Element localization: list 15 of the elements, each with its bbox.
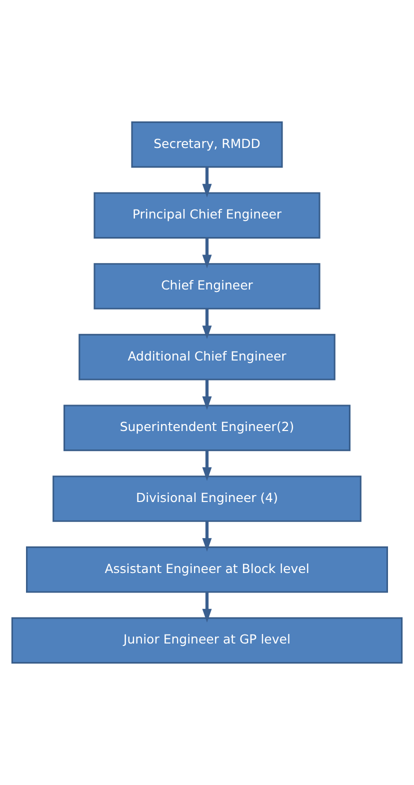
node-box: Additional Chief Engineer: [78, 334, 336, 380]
arrow: [202, 238, 212, 268]
arrow: [202, 308, 212, 340]
node-box: Assistant Engineer at Block level: [26, 546, 388, 593]
arrow: [202, 380, 212, 410]
node-box: Principal Chief Engineer: [94, 192, 320, 239]
node-box: Divisional Engineer (4): [52, 476, 362, 522]
arrow: [202, 592, 212, 623]
arrow: [202, 521, 212, 552]
node-box: Secretary, RMDD: [131, 121, 283, 168]
node-box: Chief Engineer: [94, 263, 320, 310]
arrow: [202, 166, 212, 198]
node-box: Superintendent Engineer(2): [64, 404, 350, 452]
node-box: Junior Engineer at GP level: [11, 617, 403, 664]
arrow: [202, 450, 212, 481]
